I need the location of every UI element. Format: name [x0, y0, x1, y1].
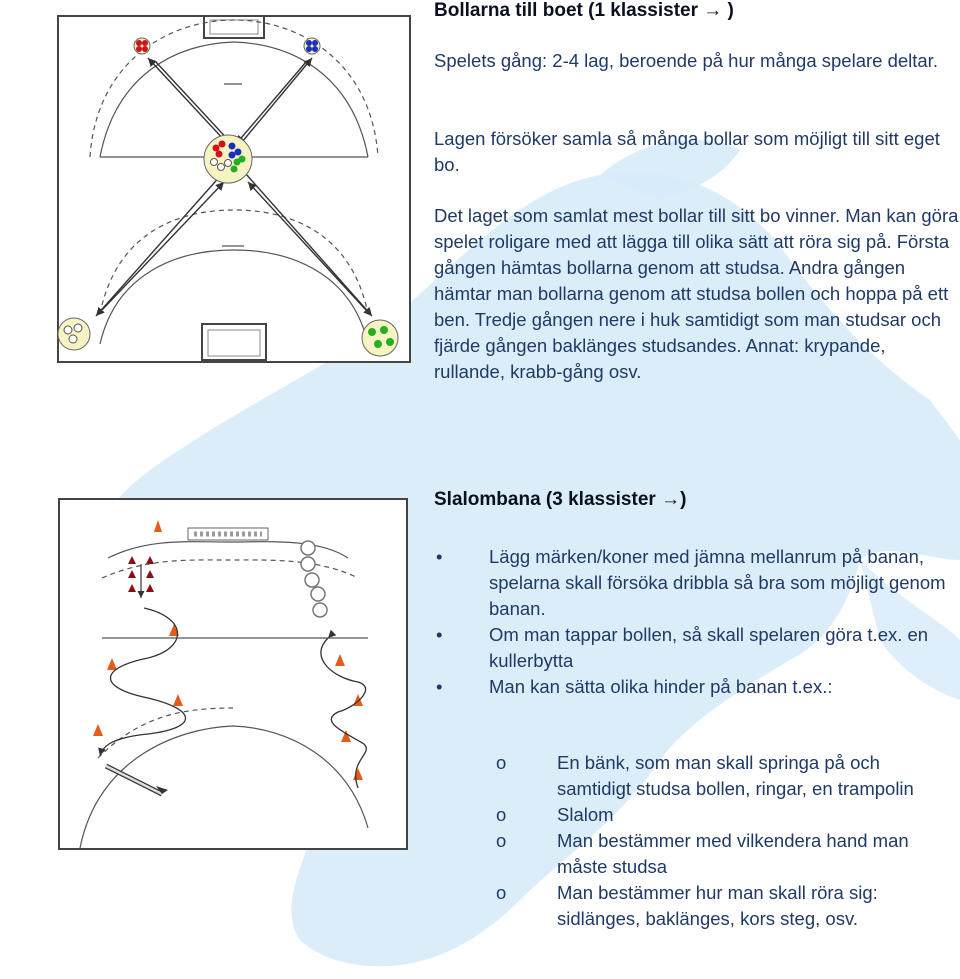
section-2-title-close: ) [680, 489, 687, 510]
sub-bullet-mark: o [496, 752, 507, 773]
list-item: • Man kan sätta olika hinder på banan t.… [434, 674, 960, 700]
nest-center [203, 134, 253, 184]
sub-bullet-mark: o [496, 830, 507, 851]
nest-top-left [133, 37, 151, 55]
section-2-heading-block: Slalombana (3 klassister →) [434, 489, 686, 511]
sub-bullet-list: o En bänk, som man skall springa på och … [496, 750, 956, 932]
bullet-list: • Lägg märken/koner med jämna mellanrum … [434, 544, 960, 700]
list-item: • Lägg märken/koner med jämna mellanrum … [434, 544, 960, 622]
sub-bullet-mark: o [496, 882, 507, 903]
list-item-text: Man kan sätta olika hinder på banan t.ex… [489, 676, 833, 697]
slalom-cones [93, 624, 363, 780]
list-item-text: Om man tappar bollen, så skall spelaren … [489, 624, 929, 671]
handball-court-diagram-slalom [58, 498, 408, 850]
bullet-mark: • [436, 624, 443, 645]
right-arrow-icon: → [703, 0, 723, 21]
handball-court-diagram-nests [57, 15, 411, 363]
bullet-mark: • [436, 676, 443, 697]
sub-list-item: o En bänk, som man skall springa på och … [496, 750, 956, 802]
paragraph-goal: Lagen försöker samla så många bollar som… [434, 126, 954, 178]
section-1-heading-block: Bollarna till boet (1 klassister → ) [434, 0, 734, 22]
sub-bullet-mark: o [496, 804, 507, 825]
bench-icon [104, 763, 168, 797]
section-2-title-text: Slalombana (3 klassister [434, 489, 656, 510]
right-arrow-icon: → [661, 489, 681, 510]
list-item-text: Lägg märken/koner med jämna mellanrum på… [489, 546, 946, 619]
nest-bottom-left [57, 317, 91, 351]
sub-list-item: o Slalom [496, 802, 956, 828]
paragraph-text: Lagen försöker samla så många bollar som… [434, 128, 940, 175]
section-1-title: Bollarna till boet (1 klassister → ) [434, 0, 734, 22]
sub-list-item-text: Slalom [557, 804, 614, 825]
section-1-title-text: Bollarna till boet (1 klassister [434, 0, 698, 21]
paragraph-game-flow: Spelets gång: 2-4 lag, beroende på hur m… [434, 48, 954, 74]
sub-list-item: o Man bestämmer hur man skall röra sig: … [496, 880, 956, 932]
cone-stack [128, 520, 162, 598]
nest-top-right [303, 37, 321, 55]
list-item: • Om man tappar bollen, så skall spelare… [434, 622, 960, 674]
section-1-title-close: ) [722, 0, 734, 21]
bullet-mark: • [436, 546, 443, 567]
sub-list-item-text: En bänk, som man skall springa på och sa… [557, 752, 914, 799]
sub-list-item: o Man bestämmer med vilkendera hand man … [496, 828, 956, 880]
paragraph-text: Det laget som samlat mest bollar till si… [434, 205, 959, 382]
hoop-rings [300, 540, 328, 618]
section-2-title: Slalombana (3 klassister →) [434, 489, 686, 511]
sub-list-item-text: Man bestämmer hur man skall röra sig: si… [557, 882, 878, 929]
sub-list-item-text: Man bestämmer med vilkendera hand man må… [557, 830, 909, 877]
paragraph-text: Spelets gång: 2-4 lag, beroende på hur m… [434, 50, 938, 71]
paragraph-rules: Det laget som samlat mest bollar till si… [434, 203, 960, 385]
nest-bottom-right [361, 319, 399, 357]
